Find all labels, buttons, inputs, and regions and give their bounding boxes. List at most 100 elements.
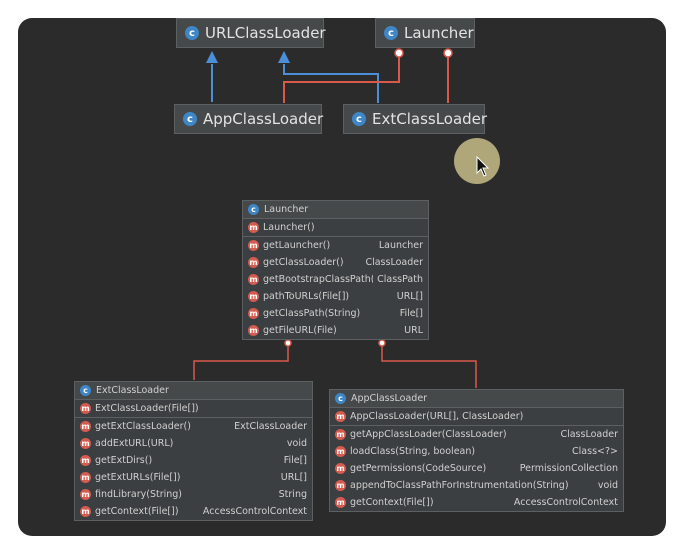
method-row[interactable]: m getExtClassLoader() ExtClassLoader bbox=[75, 418, 312, 435]
method-name: getExtClassLoader() bbox=[95, 421, 191, 432]
ext-class-loader-class-box[interactable]: c ExtClassLoader m ExtClassLoader(File[]… bbox=[74, 381, 313, 521]
method-icon: m bbox=[80, 506, 91, 517]
launcher-node[interactable]: c Launcher bbox=[375, 18, 475, 48]
method-row[interactable]: m getContext(File[]) AccessControlContext bbox=[330, 494, 623, 511]
class-icon: c bbox=[248, 204, 259, 215]
method-icon: m bbox=[335, 446, 346, 457]
inner-marker-lower-ext bbox=[284, 339, 292, 347]
ext-class-loader-node[interactable]: c ExtClassLoader bbox=[343, 104, 488, 134]
method-row[interactable]: m getContext(File[]) AccessControlContext bbox=[75, 503, 312, 520]
launcher-class-header: c Launcher bbox=[243, 201, 428, 219]
constructor-row[interactable]: m AppClassLoader(URL[], ClassLoader) bbox=[330, 408, 623, 425]
inherit-arrow-app bbox=[206, 51, 218, 63]
method-icon: m bbox=[335, 463, 346, 474]
constructor-name: AppClassLoader(URL[], ClassLoader) bbox=[350, 411, 524, 422]
method-return-type: void bbox=[597, 480, 618, 491]
method-row[interactable]: m getBootstrapClassPath()ClassPath bbox=[243, 271, 428, 288]
class-icon: c bbox=[183, 112, 197, 126]
method-name: findLibrary(String) bbox=[95, 489, 183, 500]
method-return-type: String bbox=[278, 489, 307, 500]
method-icon: m bbox=[335, 411, 346, 422]
method-icon: m bbox=[248, 274, 259, 285]
method-return-type: Class<?> bbox=[572, 446, 618, 457]
method-name: getExtDirs() bbox=[95, 455, 153, 466]
inner-line-lower-app bbox=[381, 345, 477, 388]
connector-lines bbox=[193, 48, 477, 388]
app-class-name: AppClassLoader bbox=[351, 393, 428, 404]
constructor-row[interactable]: m ExtClassLoader(File[]) bbox=[75, 400, 312, 417]
method-icon: m bbox=[80, 421, 91, 432]
method-name: getAppClassLoader(ClassLoader) bbox=[350, 429, 507, 440]
method-name: appendToClassPathForInstrumentation(Stri… bbox=[350, 480, 569, 491]
constructor-row[interactable]: m Launcher() bbox=[243, 219, 428, 236]
method-name: getExtURLs(File[]) bbox=[95, 472, 181, 483]
class-icon: c bbox=[335, 393, 346, 404]
method-name: getClassLoader() bbox=[263, 257, 344, 268]
method-return-type: AccessControlContext bbox=[513, 497, 618, 508]
method-return-type: ExtClassLoader bbox=[234, 421, 307, 432]
app-class-loader-node[interactable]: c AppClassLoader bbox=[174, 104, 323, 134]
method-name: getBootstrapClassPath() bbox=[263, 274, 374, 285]
url-class-loader-node[interactable]: c URLClassLoader bbox=[176, 18, 326, 48]
method-name: getLauncher() bbox=[263, 240, 331, 251]
inner-marker-app bbox=[394, 48, 404, 58]
method-icon: m bbox=[80, 438, 91, 449]
method-name: getPermissions(CodeSource) bbox=[350, 463, 487, 474]
launcher-class-box[interactable]: c Launcher m Launcher() m getLauncher() La… bbox=[242, 200, 429, 340]
class-icon: c bbox=[384, 26, 398, 40]
method-return-type: URL bbox=[404, 325, 423, 336]
app-class-header: c AppClassLoader bbox=[330, 390, 623, 408]
method-row[interactable]: m getExtURLs(File[]) URL[] bbox=[75, 469, 312, 486]
method-return-type: AccessControlContext bbox=[202, 506, 307, 517]
inherit-arrow-ext bbox=[278, 51, 290, 63]
method-return-type: URL[] bbox=[396, 291, 423, 302]
app-methods: m getAppClassLoader(ClassLoader) ClassLoad… bbox=[330, 426, 623, 511]
method-name: getContext(File[]) bbox=[350, 497, 434, 508]
method-row[interactable]: m getPermissions(CodeSource) PermissionCol… bbox=[330, 460, 623, 477]
method-icon: m bbox=[248, 222, 259, 233]
inner-line-lower-ext bbox=[193, 345, 289, 380]
method-return-type: URL[] bbox=[280, 472, 307, 483]
launcher-label: Launcher bbox=[404, 24, 474, 42]
method-return-type: ClassLoader bbox=[560, 429, 618, 440]
inner-line-app bbox=[283, 56, 400, 103]
method-name: getContext(File[]) bbox=[95, 506, 179, 517]
constructor-name: Launcher() bbox=[263, 222, 315, 233]
constructor-name: ExtClassLoader(File[]) bbox=[95, 403, 199, 414]
method-return-type: PermissionCollection bbox=[519, 463, 618, 474]
method-name: getFileURL(File) bbox=[263, 325, 337, 336]
method-return-type: ClassPath bbox=[377, 274, 423, 285]
mouse-cursor-icon bbox=[476, 156, 490, 177]
method-name: pathToURLs(File[]) bbox=[263, 291, 350, 302]
inner-marker-lower-app bbox=[378, 339, 386, 347]
ext-constructors: m ExtClassLoader(File[]) bbox=[75, 400, 312, 418]
method-icon: m bbox=[335, 480, 346, 491]
ext-class-loader-label: ExtClassLoader bbox=[372, 110, 488, 128]
inner-marker-ext bbox=[443, 48, 453, 58]
url-class-loader-label: URLClassLoader bbox=[205, 24, 326, 42]
launcher-class-name: Launcher bbox=[264, 204, 309, 215]
method-icon: m bbox=[248, 240, 259, 251]
ext-class-header: c ExtClassLoader bbox=[75, 382, 312, 400]
class-icon: c bbox=[352, 112, 366, 126]
class-icon: c bbox=[185, 26, 199, 40]
method-icon: m bbox=[335, 497, 346, 508]
method-icon: m bbox=[80, 455, 91, 466]
ext-class-name: ExtClassLoader bbox=[96, 385, 169, 396]
method-icon: m bbox=[80, 472, 91, 483]
method-row[interactable]: m appendToClassPathForInstrumentation(Str… bbox=[330, 477, 623, 494]
app-class-loader-class-box[interactable]: c AppClassLoader m AppClassLoader(URL[],… bbox=[329, 389, 624, 512]
method-name: getClassPath(String) bbox=[263, 308, 361, 319]
